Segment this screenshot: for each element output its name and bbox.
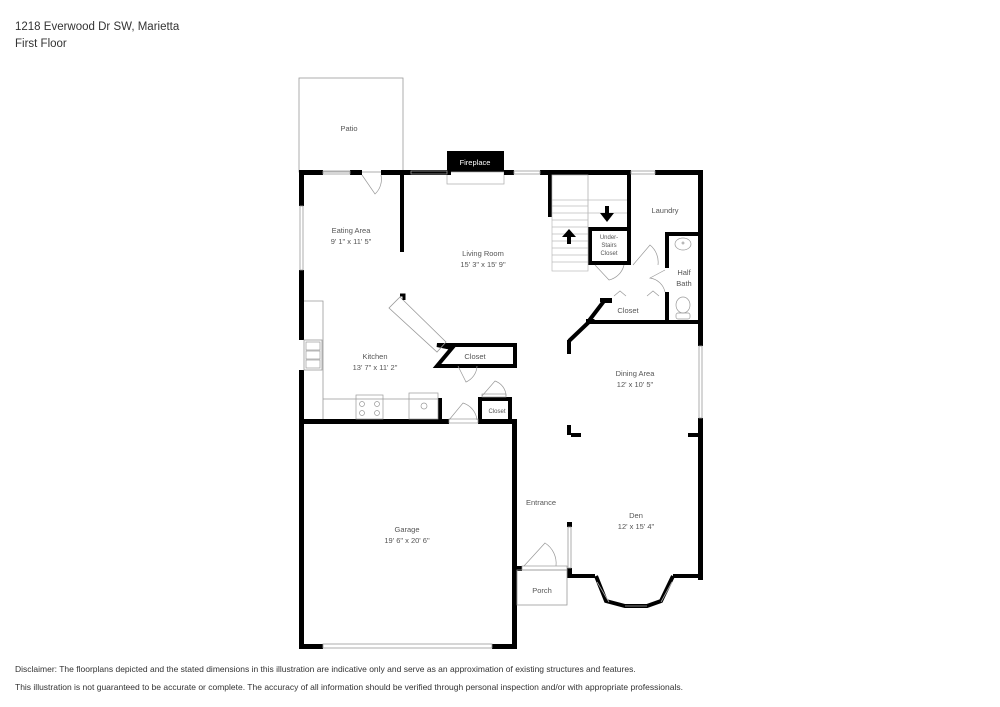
- kitchen-sink-icon: [305, 341, 321, 369]
- kitchen-closet-label: Closet: [464, 352, 486, 361]
- stairs: [551, 174, 627, 272]
- toilet-icon: [675, 296, 691, 320]
- laundry-label: Laundry: [651, 206, 678, 215]
- porch-label: Porch: [532, 586, 552, 595]
- eating-area-dims: 9' 1" x 11' 5": [331, 237, 372, 246]
- dining-area-label: Dining Area: [616, 369, 656, 378]
- living-room-dims: 15' 3" x 15' 9": [460, 260, 506, 269]
- small-closet-label: Closet: [488, 409, 505, 415]
- garage-label: Garage: [394, 525, 419, 534]
- den-label: Den: [629, 511, 643, 520]
- stove-icon: [355, 394, 384, 420]
- windows: [299, 170, 703, 649]
- patio-label: Patio: [340, 124, 357, 133]
- half-bath-line1: Half: [677, 268, 691, 277]
- dining-area-dims: 12' x 10' 5": [617, 380, 654, 389]
- kitchen-counters: [303, 300, 438, 419]
- kitchen-dims: 13' 7" x 11' 2": [353, 363, 398, 372]
- diagonal-walls: [567, 299, 675, 608]
- floor-label: First Floor: [15, 38, 67, 50]
- living-room-label: Living Room: [462, 249, 504, 258]
- den-dims: 12' x 15' 4": [618, 522, 655, 531]
- entrance-label: Entrance: [526, 498, 556, 507]
- half-bath-line2: Bath: [676, 279, 691, 288]
- property-address: 1218 Everwood Dr SW, Marietta: [15, 21, 180, 33]
- porch-outline: [516, 569, 568, 606]
- under-stairs-closet-line1: Under-: [600, 235, 618, 241]
- sink-icon: [674, 237, 692, 251]
- door-swing-icon: [361, 174, 666, 571]
- bay-windows: [596, 581, 673, 607]
- disclaimer-line-1: Disclaimer: The floorplans depicted and …: [15, 664, 636, 674]
- hearth: [446, 171, 505, 185]
- refrigerator-icon: [408, 392, 439, 420]
- kitchen-closet-wall: [432, 343, 517, 368]
- disclaimer-line-2: This illustration is not guaranteed to b…: [15, 682, 683, 692]
- fireplace-label: Fireplace: [460, 158, 491, 167]
- hall-closet-label: Closet: [617, 306, 639, 315]
- eating-area-label: Eating Area: [332, 226, 372, 235]
- garage-dims: 19' 6" x 20' 6": [384, 536, 430, 545]
- fireplace: [447, 151, 504, 172]
- kitchen-label: Kitchen: [362, 352, 387, 361]
- stairs-up-arrow-icon: [562, 229, 576, 244]
- under-stairs-closet-line2: Stairs: [601, 243, 616, 249]
- angled-counter: [388, 296, 447, 353]
- under-stairs-closet-line3: Closet: [600, 251, 617, 257]
- stairs-down-arrow-icon: [600, 206, 614, 222]
